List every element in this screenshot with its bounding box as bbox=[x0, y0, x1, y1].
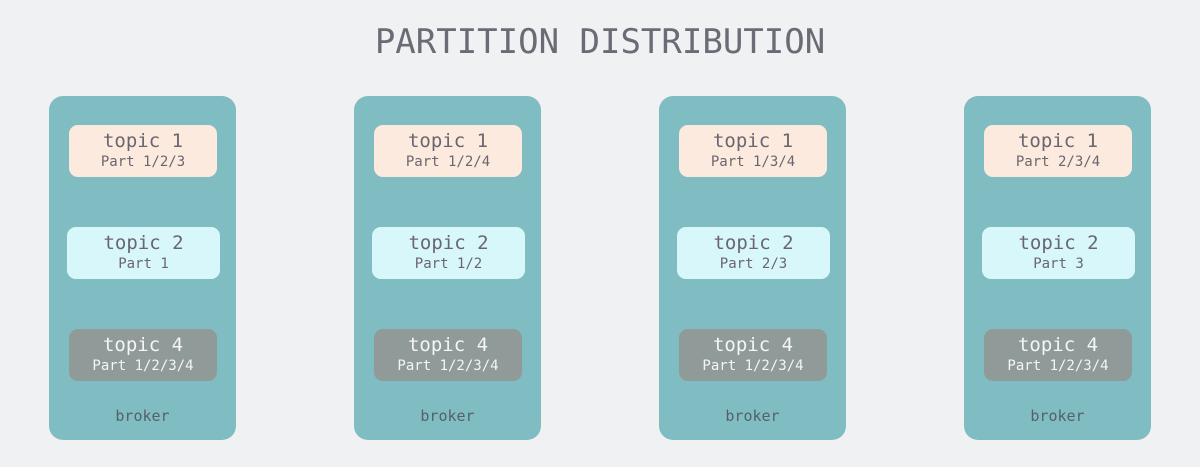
broker-3: topic 1 Part 1/3/4 topic 2 Part 2/3 topi… bbox=[659, 96, 846, 440]
topic-parts: Part 1/2/3/4 bbox=[1007, 358, 1109, 374]
topic-name: topic 2 bbox=[103, 232, 184, 254]
topic-name: topic 1 bbox=[102, 130, 184, 152]
broker-label: broker bbox=[420, 407, 475, 425]
broker-label: broker bbox=[1030, 407, 1085, 425]
broker-2-topic-1-box: topic 1 Part 1/2/4 bbox=[374, 125, 522, 177]
broker-1-topic-1-box: topic 1 Part 1/2/3 bbox=[69, 125, 217, 177]
broker-1-topic-2-box: topic 2 Part 1 bbox=[67, 227, 220, 279]
topic-name: topic 1 bbox=[407, 130, 489, 152]
broker-3-topic-1-box: topic 1 Part 1/3/4 bbox=[679, 125, 827, 177]
topic-parts: Part 1 bbox=[118, 256, 169, 272]
broker-2-topic-4-box: topic 4 Part 1/2/3/4 bbox=[374, 329, 522, 381]
broker-4-topic-1-box: topic 1 Part 2/3/4 bbox=[984, 125, 1132, 177]
topic-parts: Part 1/3/4 bbox=[710, 154, 796, 170]
topic-parts: Part 1/2/3/4 bbox=[397, 358, 499, 374]
broker-4-topic-4-box: topic 4 Part 1/2/3/4 bbox=[984, 329, 1132, 381]
topic-parts: Part 1/2/3/4 bbox=[92, 358, 194, 374]
topic-name: topic 1 bbox=[712, 130, 794, 152]
topic-name: topic 2 bbox=[408, 232, 489, 254]
broker-1-topic-4-box: topic 4 Part 1/2/3/4 bbox=[69, 329, 217, 381]
broker-4: topic 1 Part 2/3/4 topic 2 Part 3 topic … bbox=[964, 96, 1151, 440]
broker-label: broker bbox=[725, 407, 780, 425]
topic-parts: Part 3 bbox=[1033, 256, 1084, 272]
topic-parts: Part 1/2/4 bbox=[405, 154, 491, 170]
broker-3-topic-4-box: topic 4 Part 1/2/3/4 bbox=[679, 329, 827, 381]
topic-name: topic 4 bbox=[712, 334, 794, 356]
topic-parts: Part 2/3 bbox=[719, 256, 788, 272]
topic-name: topic 2 bbox=[713, 232, 794, 254]
topic-name: topic 2 bbox=[1018, 232, 1099, 254]
broker-label: broker bbox=[115, 407, 170, 425]
broker-3-topic-2-box: topic 2 Part 2/3 bbox=[677, 227, 830, 279]
topic-parts: Part 1/2/3 bbox=[100, 154, 186, 170]
topic-name: topic 4 bbox=[102, 334, 184, 356]
broker-2: topic 1 Part 1/2/4 topic 2 Part 1/2 topi… bbox=[354, 96, 541, 440]
topic-parts: Part 2/3/4 bbox=[1015, 154, 1101, 170]
topic-name: topic 1 bbox=[1017, 130, 1099, 152]
broker-4-topic-2-box: topic 2 Part 3 bbox=[982, 227, 1135, 279]
topic-name: topic 4 bbox=[1017, 334, 1099, 356]
topic-name: topic 4 bbox=[407, 334, 489, 356]
broker-1: topic 1 Part 1/2/3 topic 2 Part 1 topic … bbox=[49, 96, 236, 440]
topic-parts: Part 1/2 bbox=[414, 256, 483, 272]
diagram-title: PARTITION DISTRIBUTION bbox=[374, 22, 826, 62]
topic-parts: Part 1/2/3/4 bbox=[702, 358, 804, 374]
broker-2-topic-2-box: topic 2 Part 1/2 bbox=[372, 227, 525, 279]
